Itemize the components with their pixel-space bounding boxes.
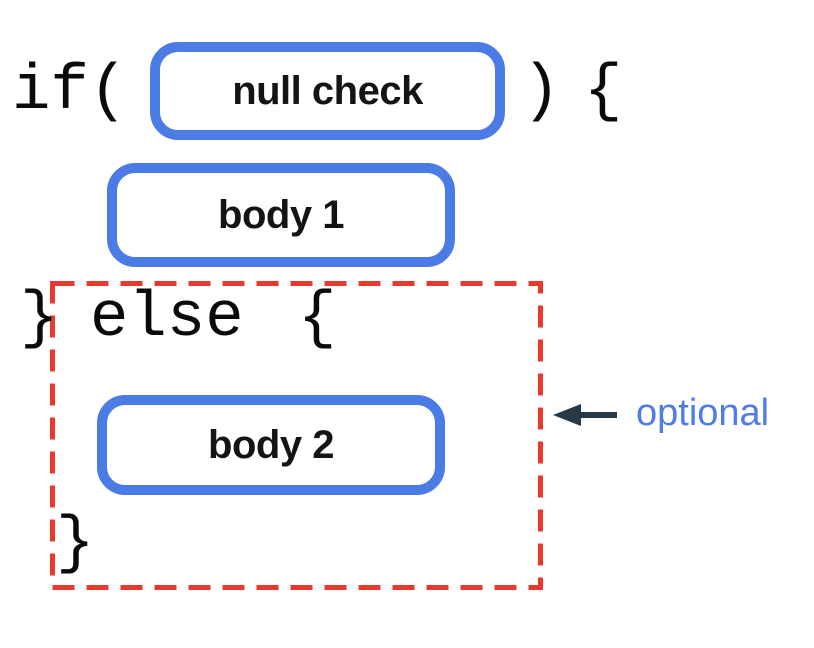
arrow-head	[553, 404, 581, 426]
else-body-box: body 2	[97, 395, 445, 495]
dashed-rect	[50, 281, 543, 590]
code-close-paren: )	[522, 56, 561, 128]
else-body-box-label: body 2	[208, 422, 334, 467]
code-open-brace-else: {	[298, 283, 337, 355]
left-arrow-icon	[553, 404, 617, 426]
code-close-brace-else: }	[20, 283, 59, 355]
then-body-box-label: body 1	[218, 192, 344, 237]
code-else-keyword: else	[90, 283, 244, 355]
code-open-brace-top: {	[584, 56, 623, 128]
optional-annotation-label: optional	[636, 392, 770, 434]
code-if-token: if(	[12, 56, 128, 128]
condition-box-label: null check	[232, 68, 423, 113]
optional-region-dashed-border	[50, 281, 543, 590]
then-body-box: body 1	[107, 163, 455, 267]
code-close-brace-final: }	[56, 508, 95, 580]
condition-box: null check	[150, 42, 505, 140]
